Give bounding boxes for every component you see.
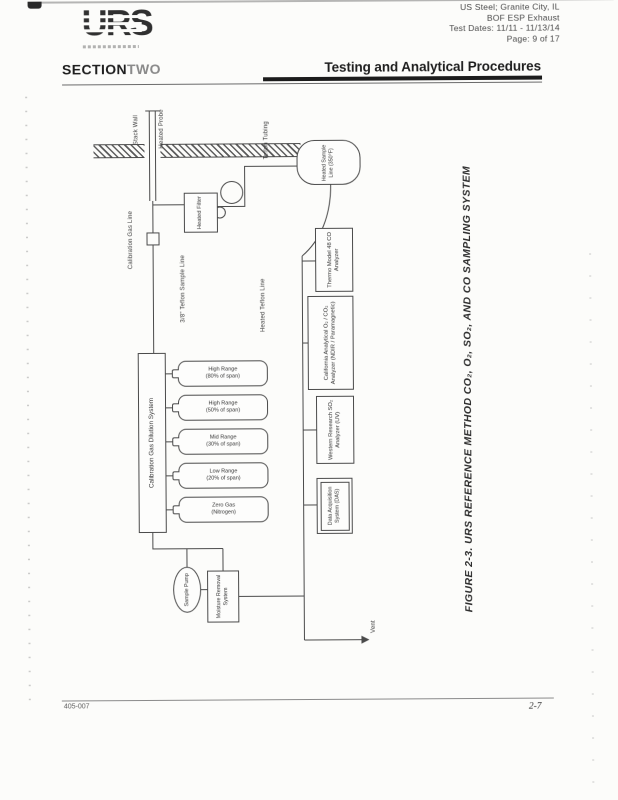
vent-arrow (361, 635, 370, 644)
label-heated-probe: Heated Probe (159, 109, 166, 149)
label-teflon-sample-line: 3/8" Teflon Sample Line (180, 254, 187, 323)
filter-holder-circle (220, 180, 244, 204)
heated-filter-box: Heated Filter (183, 192, 218, 233)
cylinder-valve-nub (172, 403, 180, 413)
cylinder-valve-nub (172, 471, 180, 481)
analyzer-co-box: Thermo Model 48 CO Analyzer (314, 227, 354, 292)
cylinder-valve-nub (172, 505, 180, 515)
cylinder-valve-nub (172, 437, 180, 447)
sample-pump-ellipse: Sample Pump (173, 566, 202, 613)
label-heated-teflon-line: Heated Teflon Line (260, 278, 267, 333)
cylinder-valve-nub (171, 369, 179, 379)
footer-job-number: 405-007 (63, 703, 90, 711)
cal-cylinder-high-1: High Range (80% of span) (171, 360, 268, 387)
figure-caption: FIGURE 2-3. URS REFERENCE METHOD CO₂, O₂… (460, 165, 476, 613)
cal-cylinder-low: Low Range (20% of span) (172, 462, 269, 489)
stack-wall-hatch-right (160, 143, 301, 158)
analyzer-o2co2-box: California Analytical O₂ / CO₂ Analyzer … (307, 295, 354, 391)
das-box: Data Acquisition System (DAS) (316, 477, 353, 534)
analyzer-so2-box: Western Research SO₂ Analyzer (UV) (315, 395, 355, 464)
label-cal-gas-line: Calibration Gas Line (127, 210, 135, 270)
label-stack-wall: Stack Wall (133, 114, 140, 146)
cal-injection-valve (146, 232, 160, 246)
cal-dilution-box: Calibration Gas Dilution System (137, 352, 167, 534)
heated-sample-line-blob: Heated Sample Line (350°F) (296, 139, 361, 186)
cal-cylinder-zero: Zero Gas (Nitrogen) (172, 496, 269, 523)
label-vent: Vent (370, 620, 377, 634)
footer-page-number: 2-7 (528, 701, 542, 712)
cal-cylinder-mid: Mid Range (30% of span) (172, 428, 269, 455)
cal-cylinder-high-2: High Range (50% of span) (172, 394, 269, 421)
moisture-removal-box: Moisture Removal System (207, 570, 240, 623)
label-teflon-tubing: Teflon Tubing (263, 120, 270, 159)
